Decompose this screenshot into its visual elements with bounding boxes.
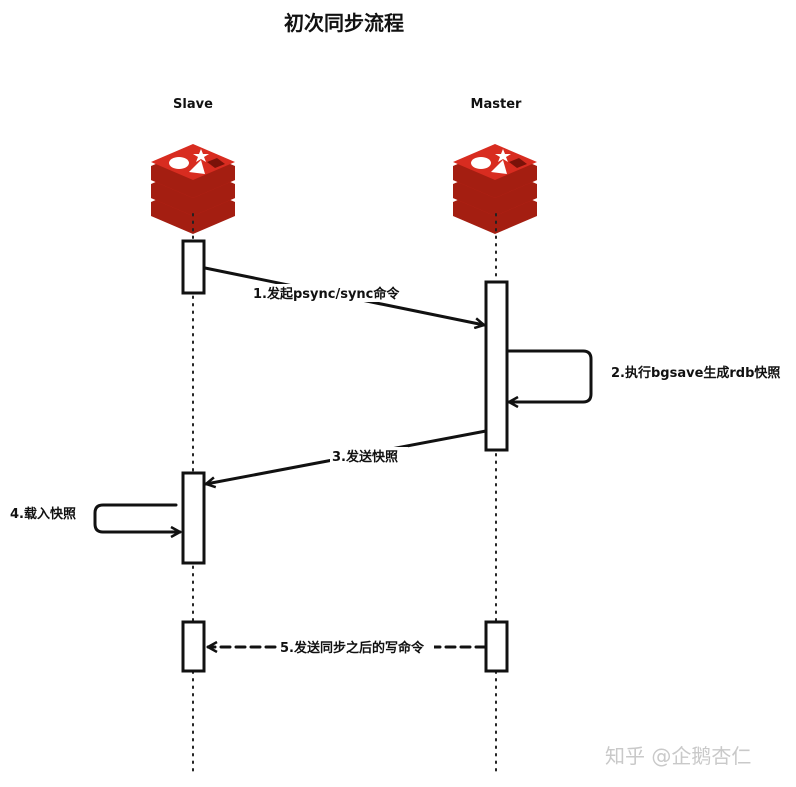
- message-label-1: 1.发起psync/sync命令: [253, 286, 400, 302]
- label-bg: [330, 447, 408, 465]
- message-label-5: 5.发送同步之后的写命令: [280, 640, 425, 656]
- label-bg: [250, 284, 400, 302]
- redis-logo-icon: [453, 144, 537, 234]
- actor-label-slave: Slave: [173, 97, 213, 112]
- diagram-title: 初次同步流程: [284, 11, 404, 35]
- actor-label-master: Master: [471, 97, 522, 112]
- message-arrow-2: [505, 349, 593, 402]
- watermark: 知乎 @企鹅杏仁: [605, 744, 751, 768]
- label-bg: [278, 638, 434, 656]
- message-label-2: 2.执行bgsave生成rdb快照: [611, 365, 780, 381]
- master-activation-2: [484, 620, 509, 673]
- message-label-3: 3.发送快照: [332, 449, 398, 465]
- slave-activation-2: [181, 471, 206, 565]
- message-arrow-4: [93, 503, 182, 532]
- master-activation-1: [484, 280, 509, 452]
- slave-activation-1: [181, 239, 206, 295]
- slave-activation-3: [181, 620, 206, 673]
- message-label-4: 4.载入快照: [10, 506, 76, 522]
